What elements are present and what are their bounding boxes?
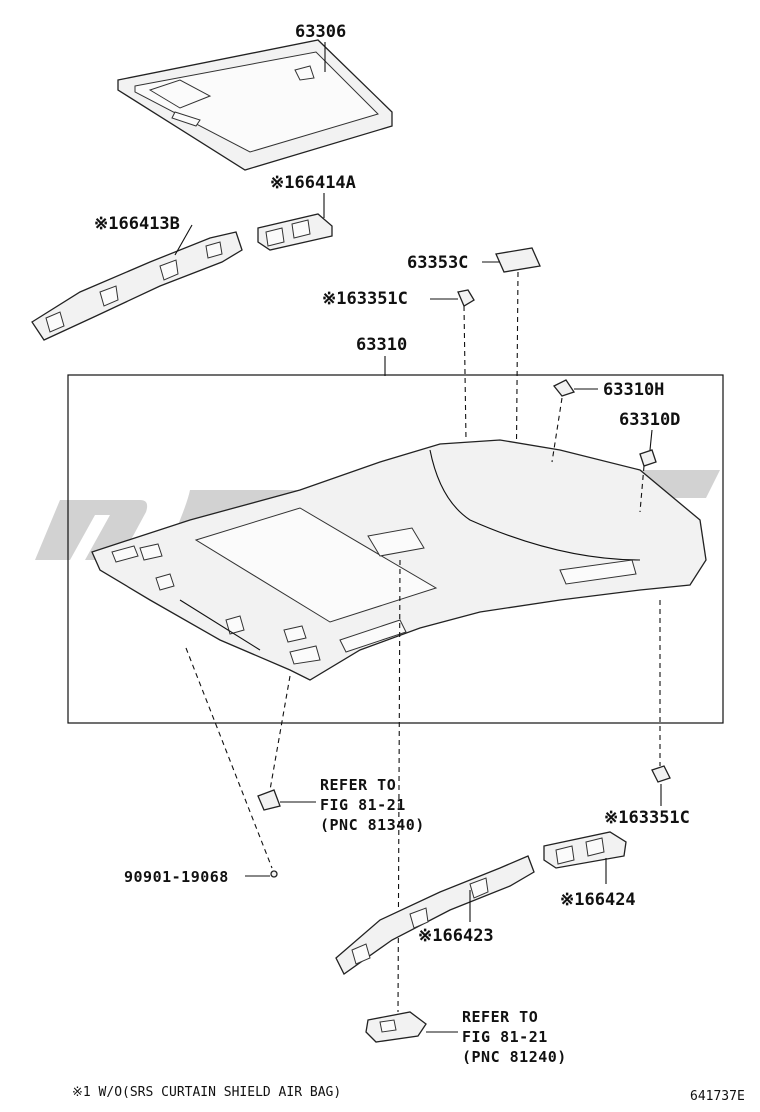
reference-pnc-81340: REFER TO FIG 81-21 (PNC 81340) bbox=[320, 776, 425, 834]
label-63353c: 63353C bbox=[407, 253, 468, 273]
label-63351c-bottom: ※163351C bbox=[604, 808, 690, 828]
part-number: 66414A bbox=[294, 173, 355, 193]
part-66414a-bracket bbox=[257, 213, 333, 251]
ref-line-2: FIG 81-21 bbox=[462, 1028, 548, 1046]
part-number: 66413B bbox=[118, 214, 179, 234]
label-66424: ※166424 bbox=[560, 890, 636, 910]
part-63351c-clip-top bbox=[457, 289, 475, 307]
marker-symbol: ※1 bbox=[322, 289, 346, 309]
label-90901-19068: 90901-19068 bbox=[124, 868, 229, 886]
headliner-assembly-box bbox=[67, 374, 724, 724]
part-number: 63351C bbox=[628, 808, 689, 828]
marker-symbol: ※1 bbox=[418, 926, 442, 946]
label-63306: 63306 bbox=[295, 22, 346, 42]
footnote: ※1 W/O(SRS CURTAIN SHIELD AIR BAG) bbox=[72, 1085, 341, 1100]
part-number: 66423 bbox=[442, 926, 493, 946]
label-63310: 63310 bbox=[356, 335, 407, 355]
ref-line-3: (PNC 81340) bbox=[320, 816, 425, 834]
marker-symbol: ※1 bbox=[560, 890, 584, 910]
marker-symbol: ※1 bbox=[94, 214, 118, 234]
label-63310h: 63310H bbox=[603, 380, 664, 400]
label-66414a: ※166414A bbox=[270, 173, 356, 193]
part-66424-bracket bbox=[543, 831, 627, 869]
ref-line-3: (PNC 81240) bbox=[462, 1048, 567, 1066]
marker-symbol: ※1 bbox=[604, 808, 628, 828]
part-66413b-bracket bbox=[31, 231, 243, 341]
label-66413b: ※166413B bbox=[94, 214, 180, 234]
part-63310-headliner bbox=[91, 439, 707, 681]
figure-id: 641737E bbox=[690, 1089, 745, 1104]
part-66423-bracket bbox=[335, 855, 535, 975]
label-63310d: 63310D bbox=[619, 410, 680, 430]
part-63351c-clip-bottom bbox=[651, 765, 671, 783]
marker-symbol: ※1 bbox=[270, 173, 294, 193]
part-ref-pnc81240 bbox=[365, 1011, 427, 1043]
ref-line-1: REFER TO bbox=[320, 776, 396, 794]
part-63353c-pad bbox=[495, 247, 541, 273]
ref-line-1: REFER TO bbox=[462, 1008, 538, 1026]
part-number: 66424 bbox=[584, 890, 635, 910]
ref-line-2: FIG 81-21 bbox=[320, 796, 406, 814]
part-90901-19068-screw bbox=[270, 870, 278, 878]
part-number: 63351C bbox=[346, 289, 407, 309]
part-63310d-clip bbox=[639, 449, 657, 467]
part-63306-frame bbox=[117, 39, 393, 171]
label-63351c-top: ※163351C bbox=[322, 289, 408, 309]
part-ref-pnc81340 bbox=[257, 789, 281, 811]
part-63310h-clip bbox=[552, 379, 576, 397]
label-66423: ※166423 bbox=[418, 926, 494, 946]
reference-pnc-81240: REFER TO FIG 81-21 (PNC 81240) bbox=[462, 1008, 567, 1066]
